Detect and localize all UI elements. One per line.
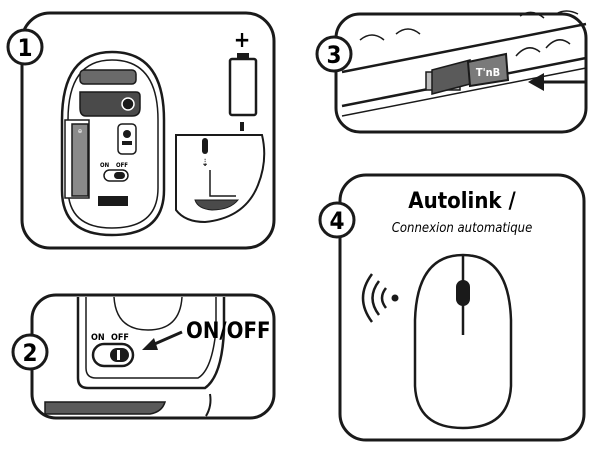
step-badge-3: 3 xyxy=(315,35,353,73)
battery-icon: + xyxy=(228,28,258,131)
panel-step-3: 3 T'nB xyxy=(315,10,588,134)
switch-label-on-1: ON xyxy=(100,162,110,169)
step-badge-2: 2 xyxy=(11,333,49,371)
step-number-4: 4 xyxy=(329,207,344,235)
battery-cover: ⇣ xyxy=(175,134,266,224)
callout-arrow-icon xyxy=(142,330,183,350)
panel-step-1: 1 ⊕ ON OFF xyxy=(6,11,276,250)
svg-text:⊕: ⊕ xyxy=(78,128,83,135)
usb-dongle: T'nB xyxy=(431,52,510,95)
panel-step-4: 4 Autolink / Connexion automatique xyxy=(318,173,586,442)
mouse-underside: ⊕ ON OFF xyxy=(60,50,166,237)
power-switch: ON OFF xyxy=(91,333,135,368)
dongle-brand-logo: T'nB xyxy=(476,66,500,79)
battery-plus-sign: + xyxy=(234,28,251,53)
battery-minus-sign xyxy=(240,122,244,131)
autolink-title: Autolink / xyxy=(408,189,516,214)
cover-arrow-icon: ⇣ xyxy=(201,158,209,169)
mouse-underside-detail xyxy=(44,296,226,417)
step-number-2: 2 xyxy=(22,339,37,367)
step-badge-1: 1 xyxy=(6,28,44,66)
step-number-3: 3 xyxy=(326,41,341,69)
insert-arrow-icon xyxy=(528,73,586,91)
autolink-subtitle: Connexion automatique xyxy=(392,221,533,236)
panel-step-2: 2 ON OFF ON/OFF xyxy=(11,293,276,420)
scroll-wheel xyxy=(456,280,470,306)
switch-label-off-1: OFF xyxy=(116,162,128,169)
mouse-top-view xyxy=(413,253,513,430)
step-badge-4: 4 xyxy=(318,201,356,239)
step-number-1: 1 xyxy=(17,34,32,62)
on-off-callout: ON/OFF xyxy=(186,319,271,344)
wireless-signal-icon xyxy=(361,273,399,323)
switch-label-on-2: ON xyxy=(91,333,105,343)
switch-label-off-2: OFF xyxy=(111,333,129,343)
